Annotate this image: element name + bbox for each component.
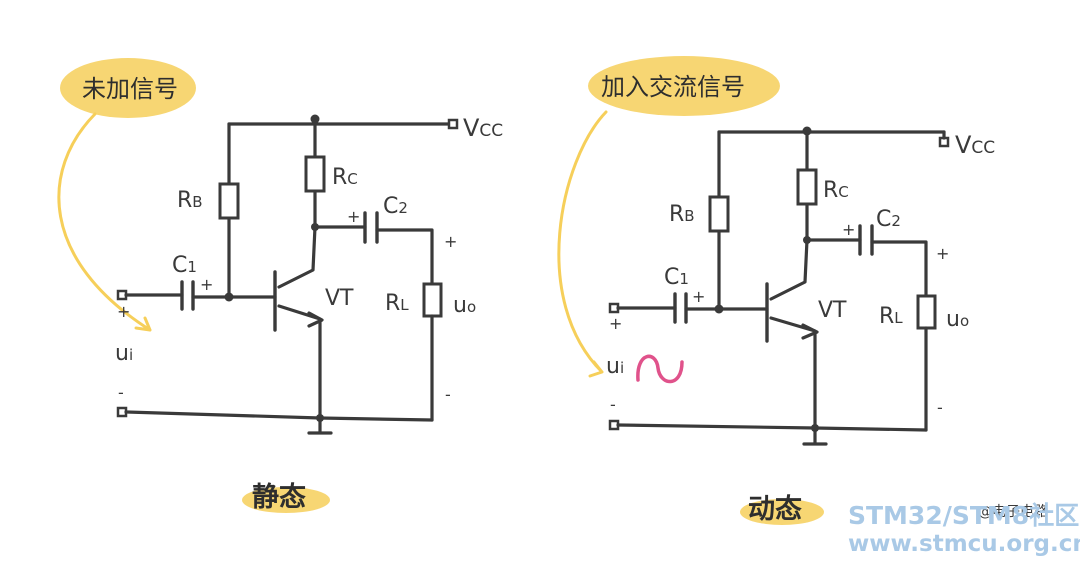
label-vt: VT [325,286,354,311]
label-ui: ui [115,341,133,366]
emitter-arrow [307,311,324,328]
label-rl: RL [385,291,409,316]
label-c2: C2 [876,207,901,232]
callout-bubble [60,58,196,118]
label-rc: RC [823,178,849,203]
caption-highlight [740,499,824,525]
ground-symbol [802,426,828,446]
label-input-minus: - [118,383,124,402]
label-input-plus: + [117,302,130,321]
resistor-rb [218,182,240,220]
label-vt: VT [818,298,847,323]
label-output-plus: + [444,232,457,251]
callout-bubble [588,56,780,116]
resistor-rl [916,294,937,330]
author-watermark: @电子电路 [978,504,1048,520]
label-uo: uo [453,293,476,318]
dynamic-circuit-panel: 加入交流信号 [557,56,995,525]
label-output-plus: + [936,244,949,263]
label-ui: ui [606,354,624,379]
label-c2-plus: + [347,207,360,226]
resistor-rc [796,168,818,206]
callout-pointer [557,110,608,378]
label-output-minus: - [445,385,451,404]
collector-wire [769,238,809,301]
emitter-arrow [801,323,819,340]
caption-dynamic: 动态 [748,494,802,525]
caption-static: 静态 [252,482,306,513]
c2-wire-right [375,228,434,286]
label-rb: RB [177,188,203,213]
label-c2: C2 [383,194,408,219]
label-input-plus: + [609,314,622,333]
callout-pointer [57,112,152,332]
caption-highlight [242,487,330,513]
callout-text: 加入交流信号 [601,73,745,101]
label-c1: C1 [664,265,689,290]
site-watermark: STM32/STM8社区 [848,501,1079,530]
junction-dot [714,304,724,314]
label-c2-plus: + [842,220,855,239]
label-output-minus: - [937,398,943,417]
ac-signal-wave-icon [636,354,684,384]
ground-rail [124,410,434,422]
label-uo: uo [946,307,969,332]
resistor-rc [304,155,326,193]
label-c1: C1 [172,253,197,278]
label-c1-plus: + [692,287,705,306]
resistor-rb [708,195,730,233]
ground-symbol [307,416,333,435]
label-c1-plus: + [200,275,213,294]
label-vcc: VCC [955,131,995,159]
label-input-minus: - [610,395,616,414]
callout-text: 未加信号 [82,75,178,103]
label-vcc: VCC [463,114,503,142]
label-rc: RC [332,165,358,190]
ground-rail [616,423,928,432]
resistor-rl [422,282,443,318]
c2-wire-right [870,240,928,298]
static-circuit-panel: 未加信号 [57,58,503,513]
label-rl: RL [879,304,903,329]
junction-dot [224,292,234,302]
vcc-terminal [447,118,459,130]
url-watermark: www.stmcu.org.cn [848,531,1080,557]
collector-wire [277,225,317,289]
label-rb: RB [669,202,695,227]
